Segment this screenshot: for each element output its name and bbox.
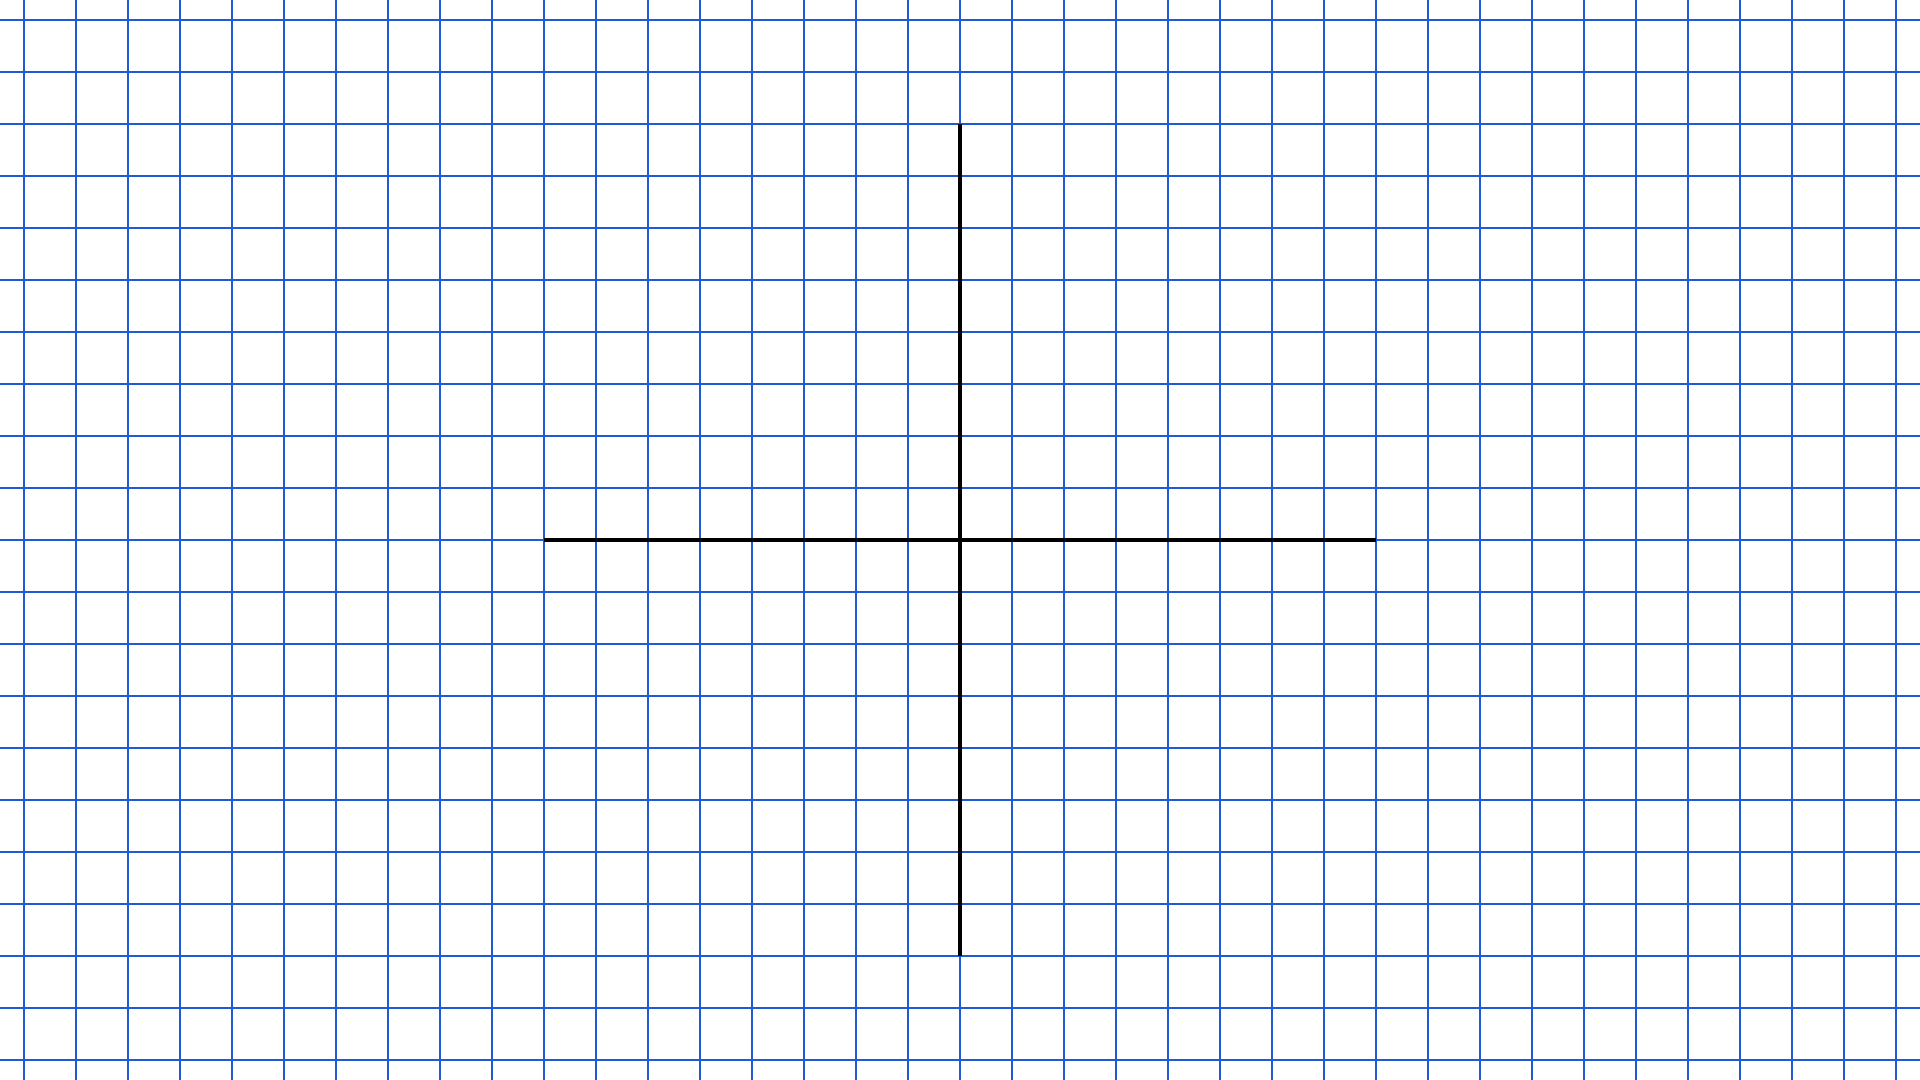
coordinate-axes [544, 124, 1376, 956]
